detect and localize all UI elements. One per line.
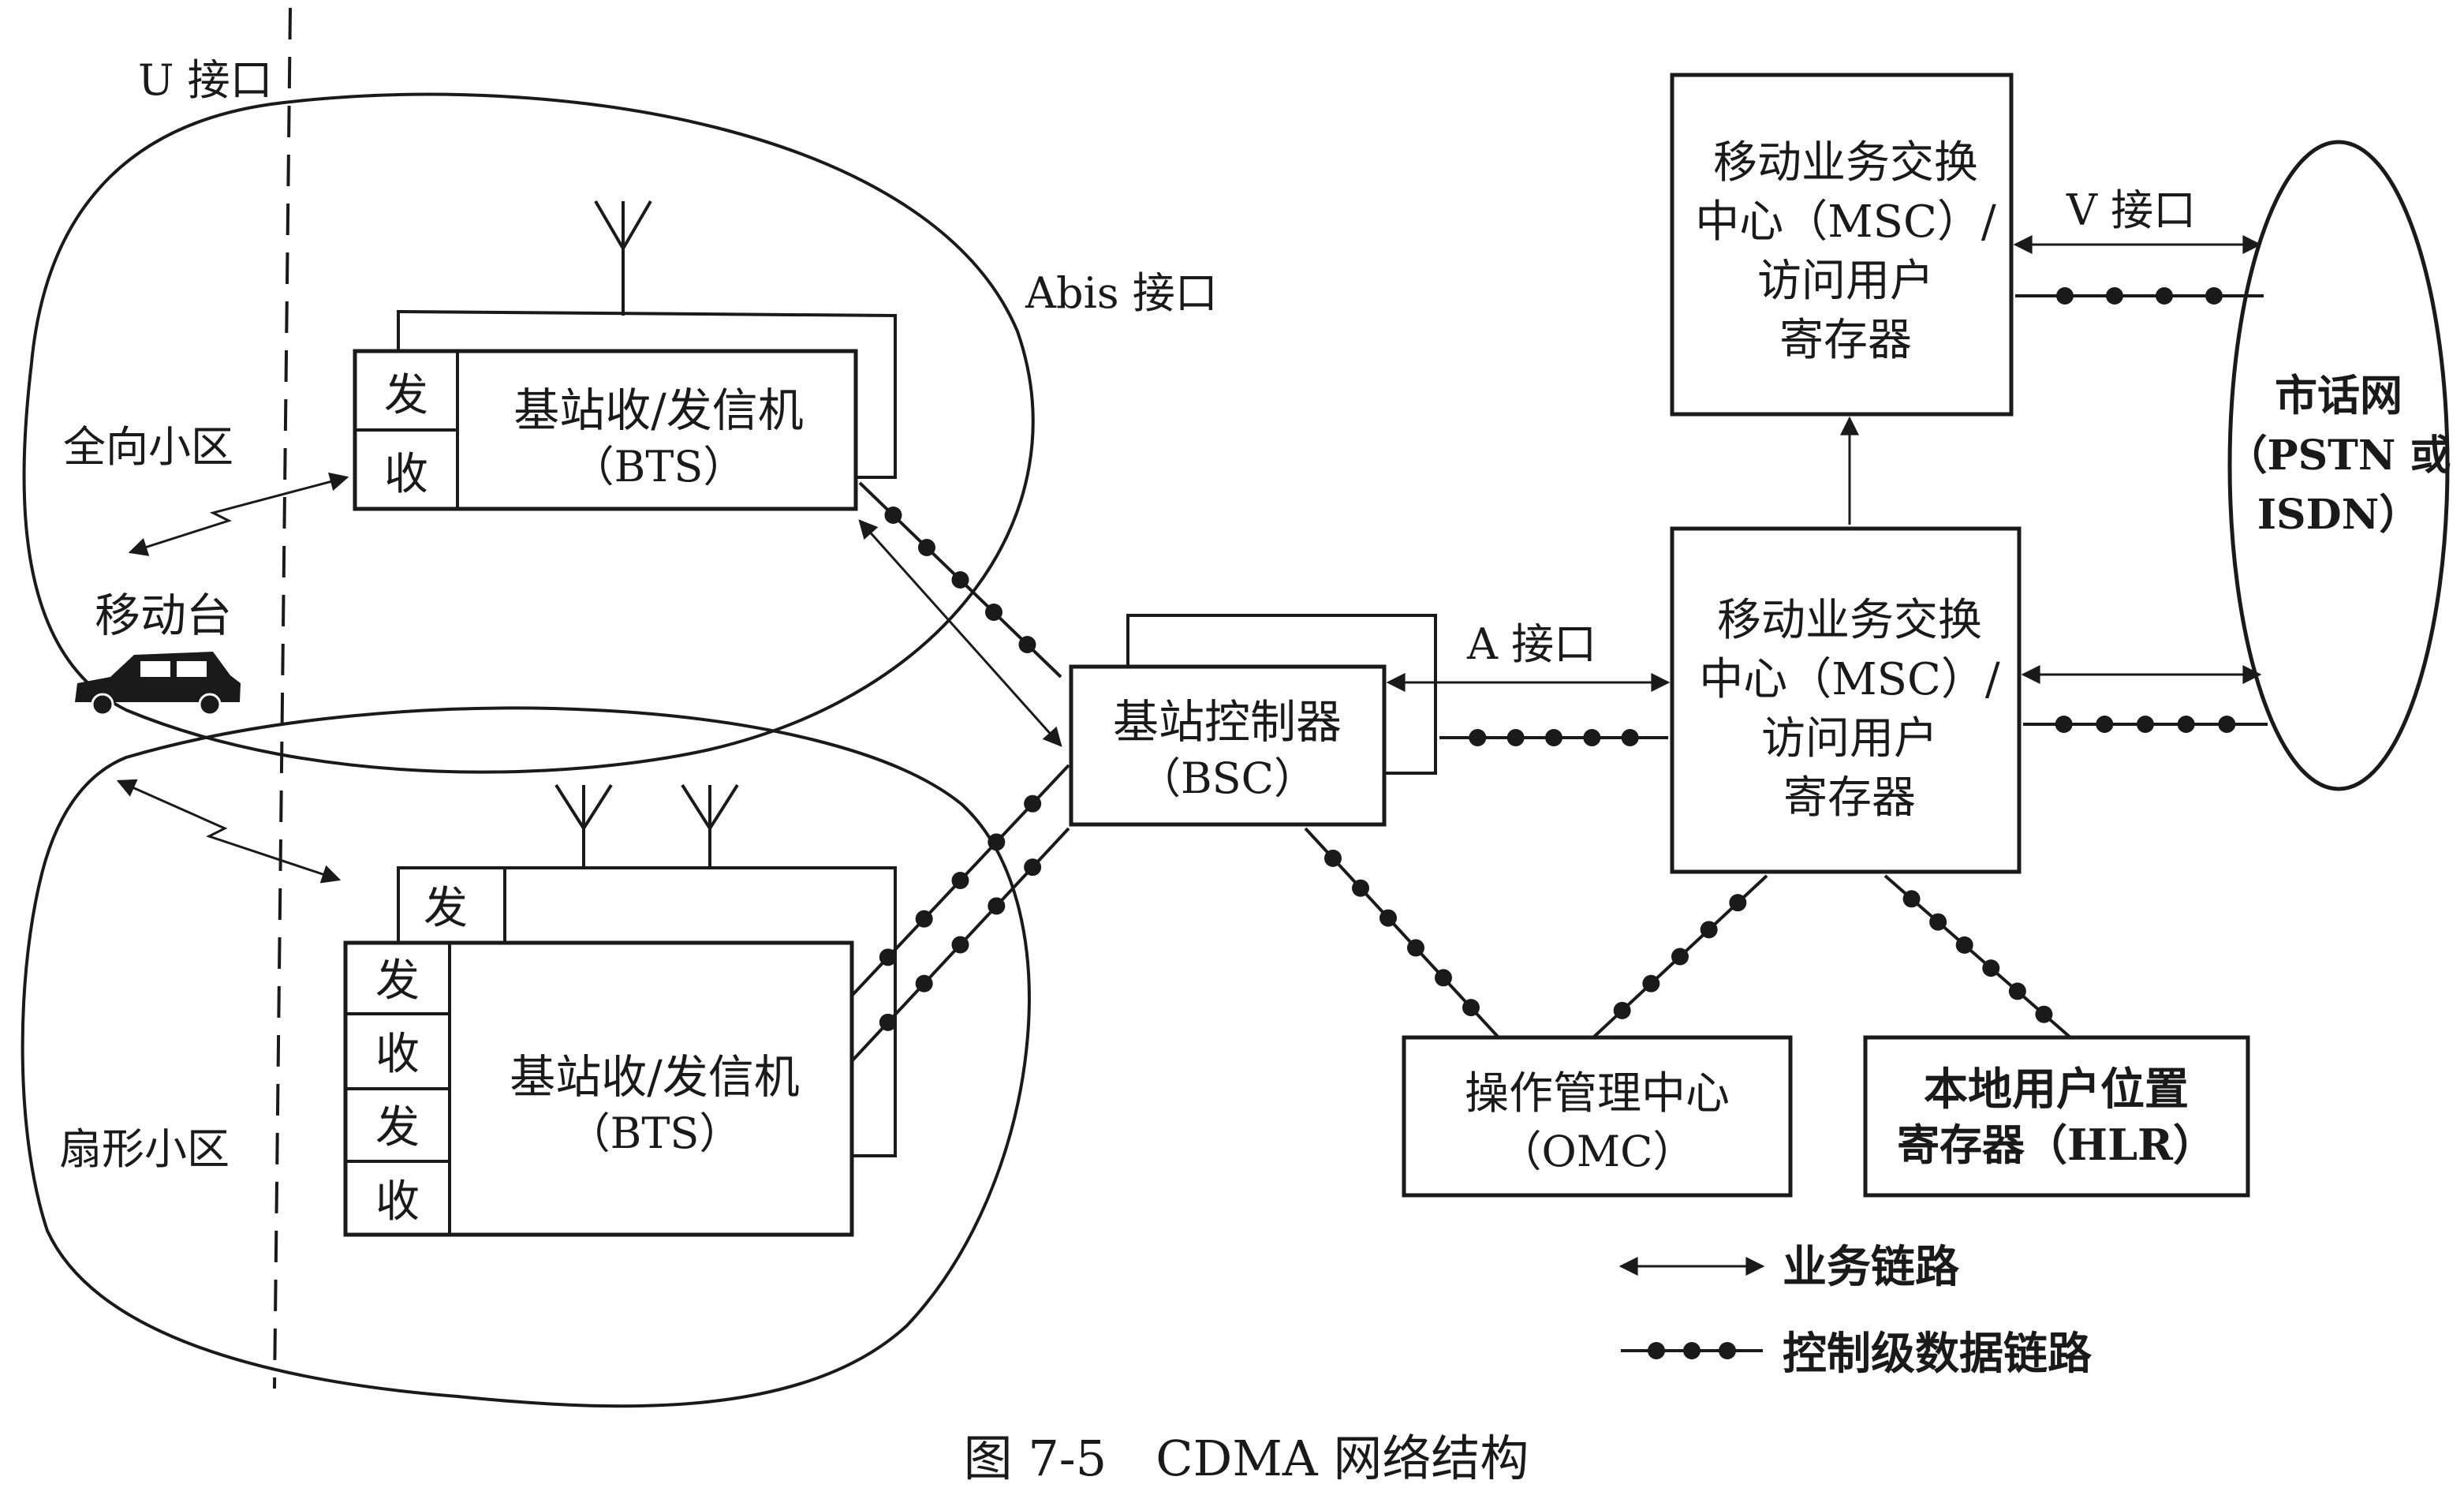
pstn-line3: ISDN） (2257, 491, 2421, 539)
omc-line1: 操作管理中心 (1465, 1068, 1730, 1120)
control-link-msc-main-pstn (2023, 716, 2268, 733)
u-interface-line (273, 7, 292, 1389)
omni-cell-boundary (22, 92, 1035, 774)
pstn-network: 市话网 （PSTN 或 ISDN） (2227, 140, 2451, 791)
control-link-bts-top-bsc (858, 481, 1062, 678)
bts-top-name: 基站收/发信机 (513, 383, 804, 437)
bts-top: 发 收 基站收/发信机 （BTS） (353, 200, 897, 511)
omc-box: 操作管理中心 （OMC） (1402, 1035, 1793, 1198)
msc-top-line1: 移动业务交换 (1713, 137, 1978, 189)
msc-top-line3: 访问用户 (1757, 256, 1934, 307)
mobile-station-label: 移动台 (95, 589, 232, 642)
omni-cell-label: 全向小区 (63, 422, 233, 472)
antenna-icon (554, 783, 613, 830)
abis-interface-label: Abis 接口 (1025, 268, 1218, 318)
bts-bottom-abbr: （BTS） (568, 1108, 742, 1158)
omc-line2: （OMC） (1499, 1127, 1696, 1176)
pstn-line1: 市话网 (2275, 370, 2402, 421)
legend-control-dots (1621, 1342, 1763, 1359)
bts-top-tx-label: 发 (384, 370, 428, 421)
bts-bottom-tx2-label: 发 (375, 1102, 420, 1153)
a-interface-label: A 接口 (1466, 619, 1596, 669)
control-link-bts-bottom1-bsc (850, 764, 1070, 997)
radio-link-sector (116, 779, 342, 884)
control-link-msc-hlr (1883, 874, 2072, 1039)
bsc-abbr: （BSC） (1138, 753, 1316, 803)
hlr-line2: 寄存器（HLR） (1897, 1120, 2216, 1170)
radio-link-omni (128, 472, 349, 556)
msc-top-line4: 寄存器 (1779, 315, 1912, 366)
u-interface-label: U 接口 (138, 55, 273, 105)
control-link-msc-top-pstn (2015, 287, 2264, 305)
bts-top-rx-label: 收 (384, 449, 428, 500)
bsc-box: 基站控制器 （BSC） (1069, 614, 1437, 827)
legend-control-symbol (1621, 1342, 1763, 1359)
msc-main-line3: 访问用户 (1761, 713, 1938, 764)
figure-caption: 图 7-5 CDMA 网络结构 (964, 1430, 1529, 1487)
msc-main-box: 移动业务交换 中心（MSC）/ 访问用户 寄存器 (1670, 526, 2022, 874)
legend-traffic-label: 业务链路 (1783, 1241, 1960, 1293)
bts-bottom-tx1-label: 发 (375, 955, 420, 1007)
bts-bottom-rx1-label: 收 (375, 1029, 420, 1080)
msc-main-line1: 移动业务交换 (1717, 595, 1982, 646)
v-interface-label: V 接口 (2066, 185, 2196, 235)
pstn-line2: （PSTN 或 (2227, 432, 2451, 480)
legend-control-label: 控制级数据链路 (1783, 1328, 2093, 1380)
msc-main-line2: 中心（MSC）/ (1699, 654, 2000, 705)
bts-bottom: 发 发 收 发 收 基站收/发信机 （BTS） (343, 783, 897, 1237)
control-link-bsc-msc (1439, 729, 1668, 746)
control-link-bts-bottom2-bsc (850, 827, 1070, 1063)
car-icon (75, 652, 241, 716)
bts-bottom-rx2-label: 收 (375, 1176, 420, 1228)
antenna-icon (594, 200, 652, 250)
bts-bottom-name: 基站收/发信机 (510, 1050, 800, 1104)
traffic-link-bts-top-bsc (858, 519, 1062, 747)
bts-bottom-tx-label: 发 (424, 883, 468, 934)
legend: 业务链路 控制级数据链路 (1618, 1241, 2093, 1380)
control-link-bsc-omc (1304, 827, 1500, 1039)
control-links (850, 287, 2268, 1063)
sector-cell-boundary (21, 706, 1031, 1408)
hlr-box: 本地用户位置 寄存器（HLR） (1863, 1035, 2250, 1198)
control-link-msc-omc (1592, 874, 1768, 1039)
bts-top-abbr: （BTS） (572, 442, 746, 492)
sector-cell-label: 扇形小区 (59, 1124, 230, 1174)
hlr-line1: 本地用户位置 (1924, 1064, 2189, 1116)
msc-main-line4: 寄存器 (1783, 772, 1916, 824)
msc-top-box: 移动业务交换 中心（MSC）/ 访问用户 寄存器 (1670, 73, 2014, 417)
bsc-name: 基站控制器 (1113, 695, 1342, 749)
antenna-icon (681, 783, 739, 830)
msc-top-line2: 中心（MSC）/ (1695, 196, 1996, 248)
